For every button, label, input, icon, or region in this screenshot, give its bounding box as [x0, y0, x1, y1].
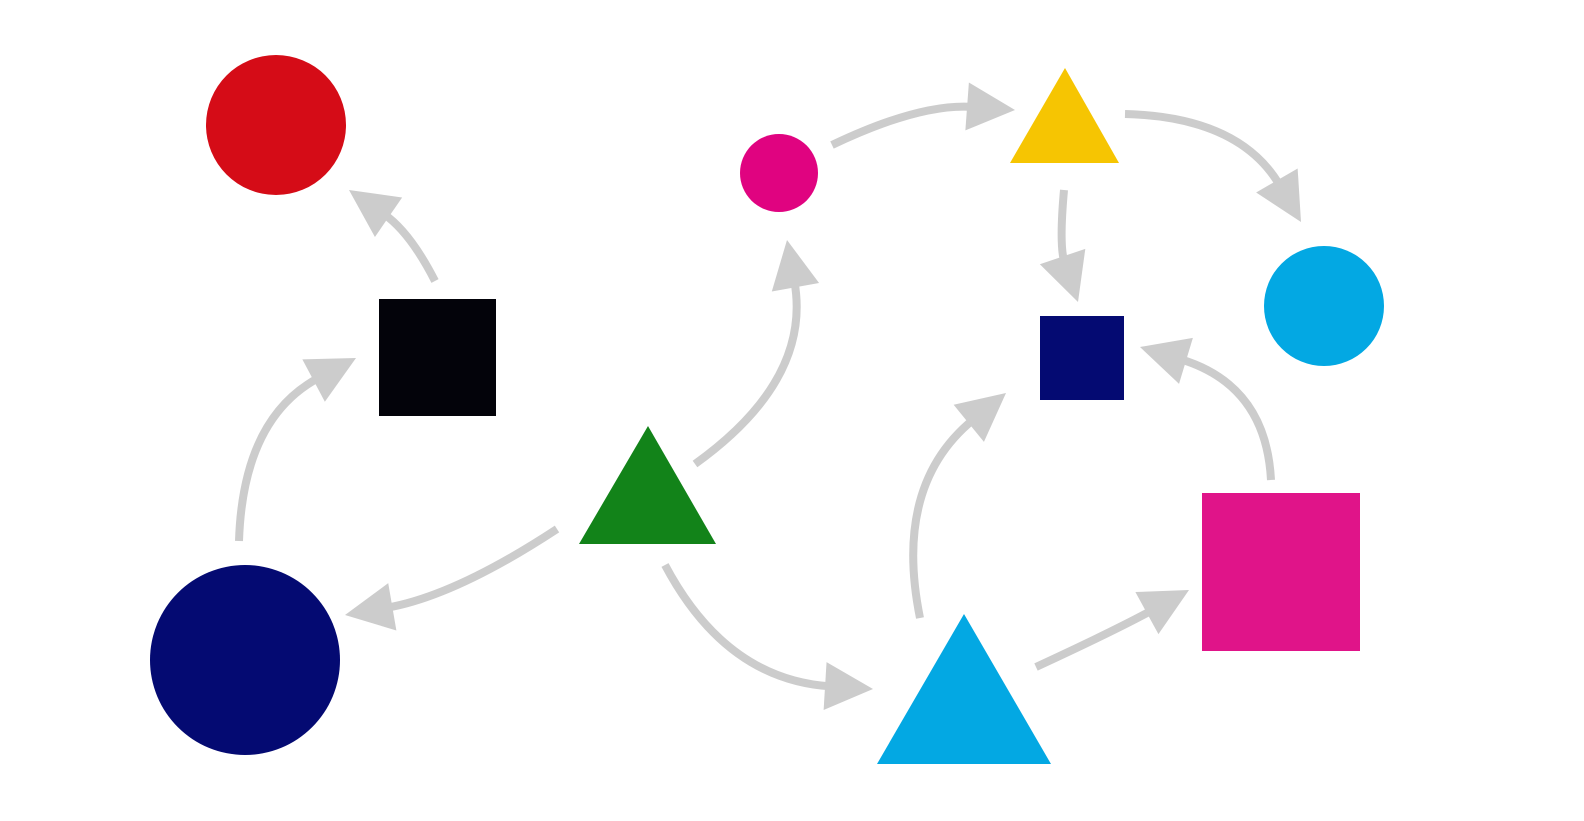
edge-black-square-to-red-circle: [349, 190, 439, 283]
edge-line: [1034, 606, 1155, 671]
edge-yellow-triangle-to-cyan-circle: [1124, 110, 1301, 222]
edge-line: [830, 102, 974, 149]
edge-green-triangle-to-magenta-circle-small: [692, 240, 820, 468]
arrowhead: [302, 358, 356, 402]
edge-line: [385, 525, 560, 612]
arrowhead: [953, 393, 1006, 442]
node-navy-circle-large: [150, 565, 340, 755]
arrowhead: [1256, 168, 1301, 222]
edge-line: [1124, 110, 1284, 188]
node-black-square: [379, 299, 496, 416]
edge-cyan-triangle-to-navy-square-small: [909, 393, 1006, 619]
arrowhead: [965, 82, 1015, 131]
node-navy-square-small: [1040, 316, 1124, 400]
edge-line: [692, 280, 801, 468]
arrowhead: [345, 583, 397, 631]
edge-line: [909, 416, 976, 619]
edge-line: [381, 210, 439, 283]
edge-layer: [235, 82, 1301, 711]
node-magenta-circle-small: [740, 134, 818, 212]
edge-line: [1057, 189, 1069, 264]
edge-navy-circle-large-to-black-square: [235, 358, 356, 542]
arrowhead: [349, 190, 403, 237]
node-red-circle: [206, 55, 346, 195]
arrowhead: [1039, 248, 1086, 302]
edge-line: [1179, 355, 1275, 481]
node-cyan-circle: [1264, 246, 1384, 366]
arrowhead: [823, 662, 873, 711]
edge-line: [661, 563, 832, 691]
edge-green-triangle-to-cyan-triangle: [661, 563, 873, 711]
arrowhead: [771, 240, 820, 292]
node-magenta-square: [1202, 493, 1360, 651]
edge-magenta-square-to-navy-square-small: [1140, 337, 1275, 481]
edge-magenta-circle-small-to-yellow-triangle: [830, 82, 1015, 149]
edge-yellow-triangle-to-navy-square-small: [1039, 189, 1086, 302]
arrowhead: [1140, 337, 1193, 384]
node-layer: [150, 55, 1384, 764]
edge-green-triangle-to-navy-circle-large: [345, 525, 560, 631]
node-green-triangle: [579, 426, 716, 544]
node-cyan-triangle: [877, 614, 1051, 764]
edge-cyan-triangle-to-magenta-square: [1034, 590, 1189, 671]
edge-line: [235, 374, 321, 542]
node-yellow-triangle: [1010, 68, 1119, 163]
arrowhead: [1135, 590, 1189, 635]
